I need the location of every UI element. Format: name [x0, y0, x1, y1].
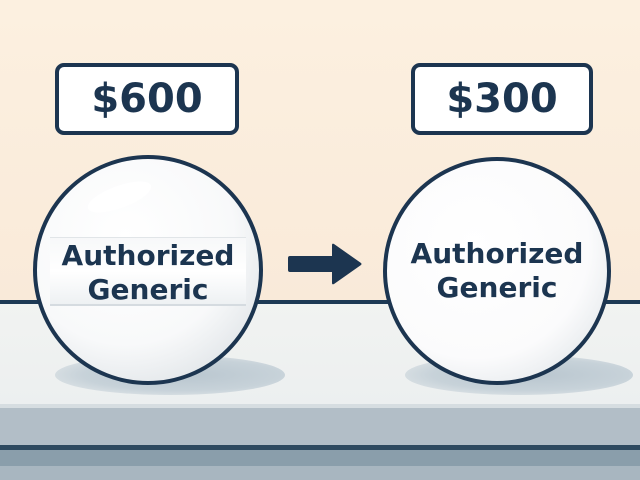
left-pill-label-line2: Generic [87, 273, 209, 306]
left-pill: Authorized Generic [33, 155, 263, 385]
arrow-right-icon [288, 243, 362, 285]
right-pill-label-line1: Authorized [410, 237, 584, 270]
counter-lower [0, 450, 640, 466]
left-pill-label: Authorized Generic [37, 239, 259, 307]
left-pill-highlight [84, 174, 155, 219]
right-pill-label: Authorized Generic [387, 237, 607, 305]
right-pill: Authorized Generic [383, 157, 611, 385]
counter-stripe [0, 445, 640, 450]
counter-base [0, 466, 640, 480]
counter-lip [0, 404, 640, 408]
left-pill-label-line1: Authorized [61, 239, 235, 272]
left-pill-label-band [50, 236, 246, 307]
left-price-value: $600 [91, 76, 203, 122]
right-price-value: $300 [446, 76, 558, 122]
wall-counter-edge [0, 300, 640, 304]
left-price-tag: $600 [55, 63, 239, 135]
right-pill-label-line2: Generic [436, 271, 558, 304]
right-price-tag: $300 [411, 63, 593, 135]
counter-front [0, 408, 640, 446]
